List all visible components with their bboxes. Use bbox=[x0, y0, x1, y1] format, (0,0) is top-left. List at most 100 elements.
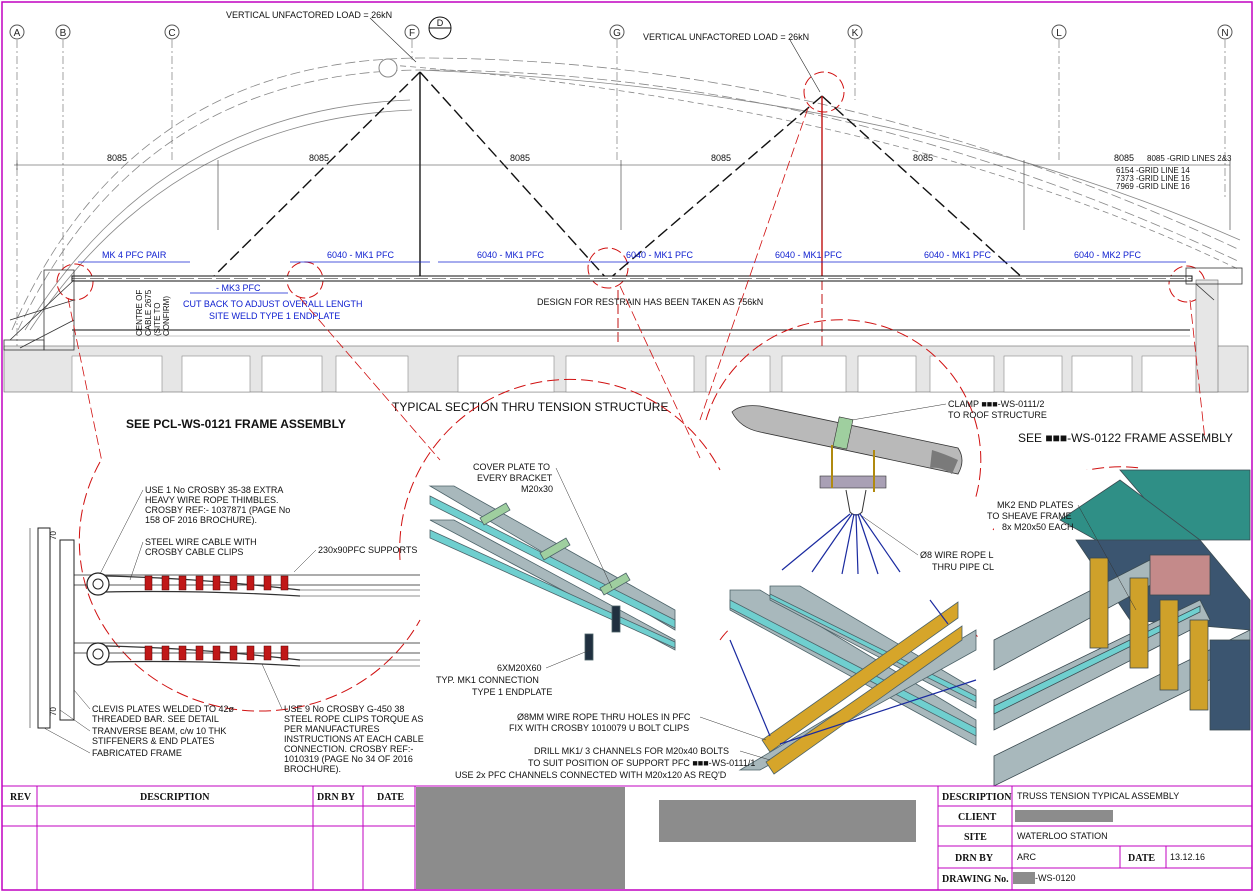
grid-line-notes: 8085 -GRID LINES 2&3 6154 -GRID LINE 14 … bbox=[1116, 154, 1232, 191]
svg-text:DRILL MK1/ 3 CHANNELS FOR M20x: DRILL MK1/ 3 CHANNELS FOR M20x40 BOLTS bbox=[534, 746, 729, 756]
detail-2-mk1-connection: COVER PLATE TO EVERY BRACKET M20x30 6XM2… bbox=[399, 378, 721, 697]
svg-text:STIFFENERS & END PLATES: STIFFENERS & END PLATES bbox=[92, 736, 214, 746]
svg-text:THRU PIPE CLAMP: THRU PIPE CLAMP bbox=[932, 562, 1014, 572]
dimension-line: 8085 8085 8085 8085 8085 8085 bbox=[14, 153, 1231, 230]
site-weld-note: SITE WELD TYPE 1 ENDPLATE bbox=[209, 311, 340, 321]
drn-by-value: ARC bbox=[1017, 852, 1037, 862]
svg-text:INSTRUCTIONS AT EACH CABLE: INSTRUCTIONS AT EACH CABLE bbox=[284, 734, 424, 744]
svg-text:6040 - MK1 PFC: 6040 - MK1 PFC bbox=[327, 250, 395, 260]
svg-text:MK2 END PLATES: MK2 END PLATES bbox=[997, 500, 1073, 510]
svg-text:K: K bbox=[852, 28, 859, 39]
svg-text:HEAVY WIRE ROPE THIMBLES.: HEAVY WIRE ROPE THIMBLES. bbox=[145, 495, 279, 505]
see-frame-assembly-left: SEE PCL-WS-0121 FRAME ASSEMBLY bbox=[126, 417, 346, 431]
svg-text:TRANVERSE BEAM, c/w 10 THK: TRANVERSE BEAM, c/w 10 THK bbox=[92, 726, 226, 736]
section-title: TYPICAL SECTION THRU TENSION STRUCTURE bbox=[392, 400, 668, 414]
svg-text:CROSBY REF:- 1037871 (PAGE No: CROSBY REF:- 1037871 (PAGE No bbox=[145, 505, 290, 515]
member-labels: MK 4 PFC PAIR 6040 - MK1 PFC 6040 - MK1 … bbox=[78, 250, 1186, 294]
date-label: DATE bbox=[1128, 853, 1155, 864]
detail-leaders bbox=[67, 107, 1206, 463]
svg-text:CROSBY CABLE CLIPS: CROSBY CABLE CLIPS bbox=[145, 547, 243, 557]
truss-diagonals bbox=[209, 71, 1026, 281]
svg-text:MK 4 PFC PAIR: MK 4 PFC PAIR bbox=[102, 250, 167, 260]
svg-text:70: 70 bbox=[49, 531, 58, 540]
svg-text:EVERY BRACKET: EVERY BRACKET bbox=[477, 473, 553, 483]
site-label: SITE bbox=[964, 832, 987, 843]
svg-text:CONNECTION. CROSBY REF:-: CONNECTION. CROSBY REF:- bbox=[284, 744, 413, 754]
svg-text:70: 70 bbox=[49, 707, 58, 716]
redacted-logo bbox=[416, 787, 625, 889]
load-label-left: VERTICAL UNFACTORED LOAD = 26kN bbox=[226, 10, 392, 20]
svg-text:6154 -GRID LINE 14: 6154 -GRID LINE 14 bbox=[1116, 166, 1190, 175]
redacted-drawing-prefix bbox=[1013, 872, 1035, 884]
svg-text:8x M20x50 EACH: 8x M20x50 EACH bbox=[1002, 522, 1074, 532]
drn-by-label: DRN BY bbox=[955, 853, 994, 864]
grid-marker-l: L bbox=[1051, 24, 1067, 40]
restrain-note: DESIGN FOR RESTRAIN HAS BEEN TAKEN AS 75… bbox=[537, 297, 763, 307]
site-value: WATERLOO STATION bbox=[1017, 831, 1108, 841]
svg-text:TYPE 1 ENDPLATE: TYPE 1 ENDPLATE bbox=[472, 687, 552, 697]
svg-text:230x90PFC SUPPORTS: 230x90PFC SUPPORTS bbox=[318, 545, 417, 555]
svg-text:7373 -GRID LINE 15: 7373 -GRID LINE 15 bbox=[1116, 174, 1190, 183]
grid-marker-a: A bbox=[9, 24, 25, 40]
concrete-slab bbox=[3, 279, 1249, 393]
date-header: DATE bbox=[377, 792, 404, 803]
svg-text:TO ROOF STRUCTURE: TO ROOF STRUCTURE bbox=[948, 410, 1047, 420]
svg-text:A: A bbox=[14, 28, 21, 39]
svg-text:FABRICATED FRAME: FABRICATED FRAME bbox=[92, 748, 182, 758]
description-label: DESCRIPTION bbox=[942, 792, 1012, 803]
svg-text:(SITE TO: (SITE TO bbox=[153, 303, 162, 337]
title-block: REV DESCRIPTION DRN BY DATE DESCRIPTION … bbox=[2, 785, 1252, 890]
svg-text:FIX WITH CROSBY 1010079 U BOLT: FIX WITH CROSBY 1010079 U BOLT CLIPS bbox=[509, 723, 689, 733]
dim-4: 8085 bbox=[711, 153, 731, 163]
svg-text:L: L bbox=[1056, 28, 1062, 39]
section-detail-circles bbox=[56, 71, 1206, 303]
arch-node bbox=[378, 58, 398, 78]
svg-text:6XM20X60: 6XM20X60 bbox=[497, 663, 542, 673]
see-frame-assembly-right: SEE ■■■-WS-0122 FRAME ASSEMBLY bbox=[1018, 431, 1233, 445]
svg-text:CABLE 2675: CABLE 2675 bbox=[144, 289, 153, 336]
section-marker-top: D bbox=[428, 16, 452, 40]
dim-1: 8085 bbox=[107, 153, 127, 163]
drawing-no-label: DRAWING No. bbox=[942, 874, 1009, 885]
svg-text:USE 1 No CROSBY 35-38 EXTRA: USE 1 No CROSBY 35-38 EXTRA bbox=[145, 485, 283, 495]
svg-text:- MK3 PFC: - MK3 PFC bbox=[216, 283, 261, 293]
grid-marker-c: C bbox=[164, 24, 180, 40]
svg-text:TO SUIT POSITION OF SUPPORT PF: TO SUIT POSITION OF SUPPORT PFC ■■■-WS-0… bbox=[528, 758, 755, 768]
arch-lines bbox=[11, 57, 1241, 331]
svg-text:M20x30: M20x30 bbox=[521, 484, 553, 494]
svg-text:STEEL WIRE CABLE WITH: STEEL WIRE CABLE WITH bbox=[145, 537, 257, 547]
svg-text:6040 - MK2 PFC: 6040 - MK2 PFC bbox=[1074, 250, 1142, 260]
svg-text:CLEVIS PLATES WELDED TO 42ø: CLEVIS PLATES WELDED TO 42ø bbox=[92, 704, 235, 714]
svg-text:G: G bbox=[613, 28, 621, 39]
rev-header: REV bbox=[10, 792, 32, 803]
load-label-right: VERTICAL UNFACTORED LOAD = 26kN bbox=[643, 32, 809, 42]
grid-marker-g: G bbox=[609, 24, 625, 40]
svg-text:CENTRE OF: CENTRE OF bbox=[135, 290, 144, 336]
client-label: CLIENT bbox=[958, 812, 997, 823]
svg-text:USE 2x PFC CHANNELS CONNECTED: USE 2x PFC CHANNELS CONNECTED WITH M20x1… bbox=[455, 770, 727, 780]
detail-1-cable-connection: 70 70 USE 1 No CROSBY 35-38 EXTRA HEAVY … bbox=[29, 461, 424, 774]
svg-text:F: F bbox=[409, 28, 415, 39]
svg-text:THREADED BAR. SEE DETAIL: THREADED BAR. SEE DETAIL bbox=[92, 714, 219, 724]
left-frame bbox=[3, 269, 75, 351]
svg-text:D: D bbox=[437, 18, 444, 28]
svg-text:6040 - MK1 PFC: 6040 - MK1 PFC bbox=[626, 250, 694, 260]
svg-text:B: B bbox=[60, 28, 67, 39]
svg-text:PER MANUFACTURES: PER MANUFACTURES bbox=[284, 724, 380, 734]
svg-text:CONFIRM): CONFIRM) bbox=[162, 296, 171, 336]
dim-3: 8085 bbox=[510, 153, 530, 163]
grid-marker-n: N bbox=[1217, 24, 1233, 40]
svg-text:Ø8MM WIRE ROPE THRU HOLES IN P: Ø8MM WIRE ROPE THRU HOLES IN PFC bbox=[517, 712, 691, 722]
main-beam bbox=[71, 275, 1193, 337]
svg-text:158 OF 2016 BROCHURE).: 158 OF 2016 BROCHURE). bbox=[145, 515, 257, 525]
description-value: TRUSS TENSION TYPICAL ASSEMBLY bbox=[1017, 791, 1179, 801]
cut-back-note: CUT BACK TO ADJUST OVERALL LENGTH bbox=[183, 299, 363, 309]
grid-marker-k: K bbox=[847, 24, 863, 40]
svg-text:C: C bbox=[168, 28, 175, 39]
svg-text:TO SHEAVE FRAME: TO SHEAVE FRAME bbox=[987, 511, 1072, 521]
dim-2: 8085 bbox=[309, 153, 329, 163]
dim-5: 8085 bbox=[913, 153, 933, 163]
description-header: DESCRIPTION bbox=[140, 792, 210, 803]
